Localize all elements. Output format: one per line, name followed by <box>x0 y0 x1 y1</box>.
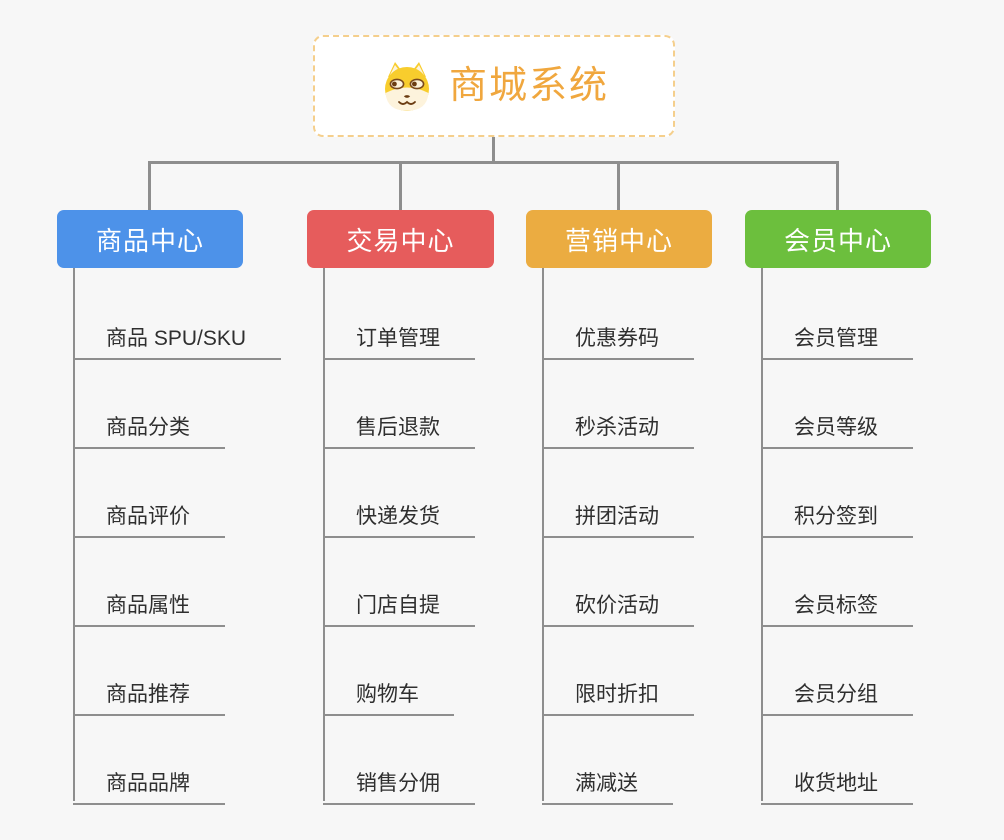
connector-root-stem <box>492 137 495 163</box>
branch-node-trade-center[interactable]: 交易中心 <box>307 210 494 268</box>
connector-drop-member <box>836 164 839 210</box>
root-title: 商城系统 <box>448 65 609 107</box>
branch-label: 商品中心 <box>95 225 204 256</box>
leaf-node[interactable]: 砍价活动 <box>542 577 694 627</box>
leaf-node[interactable]: 积分签到 <box>761 488 913 538</box>
branch-label: 会员中心 <box>783 225 892 256</box>
leaf-node[interactable]: 售后退款 <box>323 399 475 449</box>
connector-drop-product <box>148 164 151 210</box>
connector-horizontal-bar <box>148 161 839 164</box>
leaf-node[interactable]: 拼团活动 <box>542 488 694 538</box>
leaf-node[interactable]: 秒杀活动 <box>542 399 694 449</box>
leaf-node[interactable]: 商品品牌 <box>73 755 225 805</box>
branch-label: 营销中心 <box>564 225 673 256</box>
branch-node-marketing-center[interactable]: 营销中心 <box>526 210 712 268</box>
branch-node-member-center[interactable]: 会员中心 <box>745 210 931 268</box>
leaf-node[interactable]: 商品属性 <box>73 577 225 627</box>
leaf-node[interactable]: 会员等级 <box>761 399 913 449</box>
leaf-node[interactable]: 收货地址 <box>761 755 913 805</box>
branch-spine <box>542 268 544 801</box>
leaf-node[interactable]: 商品 SPU/SKU <box>73 310 282 360</box>
leaf-node[interactable]: 订单管理 <box>323 310 475 360</box>
leaf-node[interactable]: 商品评价 <box>73 488 225 538</box>
branch-spine <box>73 268 75 801</box>
branch-column-member: 会员中心 会员管理 会员等级 积分签到 会员标签 会员分组 收货地址 <box>745 0 1004 840</box>
leaf-node[interactable]: 门店自提 <box>323 577 475 627</box>
root-node[interactable]: 商城系统 <box>313 35 675 137</box>
branch-column-trade: 交易中心 订单管理 售后退款 快递发货 门店自提 购物车 销售分佣 <box>307 0 567 840</box>
leaf-node[interactable]: 购物车 <box>323 666 454 716</box>
leaf-node[interactable]: 限时折扣 <box>542 666 694 716</box>
leaf-node[interactable]: 商品分类 <box>73 399 225 449</box>
branch-node-product-center[interactable]: 商品中心 <box>57 210 243 268</box>
leaf-node[interactable]: 商品推荐 <box>73 666 225 716</box>
leaf-node[interactable]: 会员管理 <box>761 310 913 360</box>
leaf-node[interactable]: 会员标签 <box>761 577 913 627</box>
doge-icon <box>384 62 429 111</box>
branch-column-product: 商品中心 商品 SPU/SKU 商品分类 商品评价 商品属性 商品推荐 商品品牌 <box>57 0 317 840</box>
leaf-node[interactable]: 快递发货 <box>323 488 475 538</box>
branch-label: 交易中心 <box>346 225 455 256</box>
branch-spine <box>761 268 763 801</box>
leaf-node[interactable]: 满减送 <box>542 755 673 805</box>
branch-spine <box>323 268 325 801</box>
leaf-node[interactable]: 优惠券码 <box>542 310 694 360</box>
branch-column-marketing: 营销中心 优惠券码 秒杀活动 拼团活动 砍价活动 限时折扣 满减送 <box>526 0 786 840</box>
leaf-node[interactable]: 销售分佣 <box>323 755 475 805</box>
connector-drop-marketing <box>617 164 620 210</box>
connector-drop-trade <box>399 164 402 210</box>
leaf-node[interactable]: 会员分组 <box>761 666 913 716</box>
